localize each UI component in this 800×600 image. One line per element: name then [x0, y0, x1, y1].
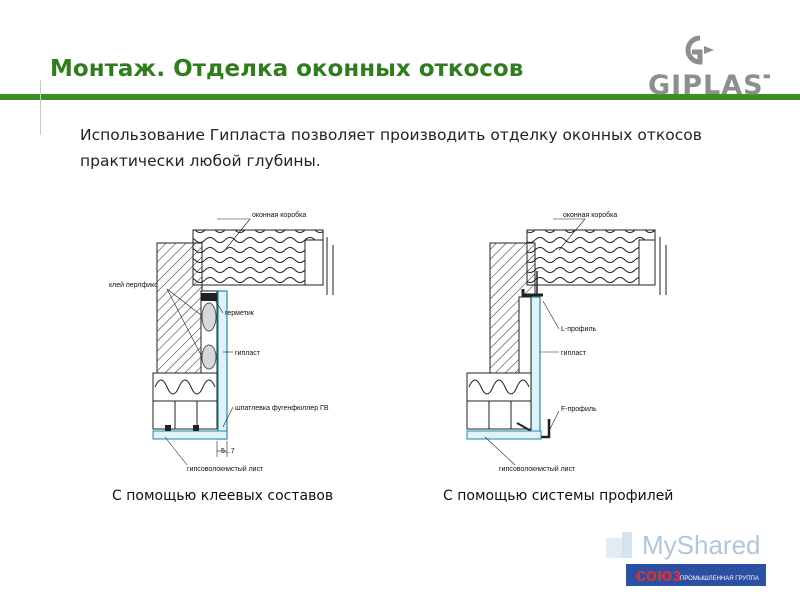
label-frame: оконная коробка — [563, 211, 617, 219]
label-glue: клей перлфикс — [109, 281, 158, 289]
f-profile — [541, 419, 551, 439]
window-frame — [526, 229, 656, 286]
glue-blob — [201, 344, 217, 370]
watermark: MyShared союз ПРОМЫШЛЕННАЯ ГРУППА — [606, 530, 766, 586]
label-frame: оконная коробка — [252, 211, 306, 219]
giplast-logo-text: GIPLAST — [648, 70, 770, 100]
caption-profiles: С помощью системы профилей — [443, 488, 674, 504]
watermark-company-banner — [626, 564, 766, 586]
label-gypsum: гипсоволокнистый лист — [187, 465, 264, 473]
label-putty: шпатлевка фугенфюллер ГВ — [235, 405, 329, 412]
gypsum-sheet — [466, 430, 542, 440]
header-divider — [40, 80, 41, 135]
watermark-company: союз — [636, 565, 681, 585]
label-giplast: гипласт — [561, 350, 587, 357]
page-title: Монтаж. Отделка оконных откосов — [50, 56, 524, 82]
insulation — [466, 372, 532, 402]
gypsum-sheet — [152, 430, 228, 440]
label-f-profile: F-профиль — [561, 406, 597, 413]
intro-text: Использование Гипласта позволяет произво… — [80, 126, 702, 170]
insulation — [152, 372, 218, 402]
label-giplast: гипласт — [235, 350, 261, 357]
watermark-company-sub: ПРОМЫШЛЕННАЯ ГРУППА — [680, 576, 759, 582]
header-rule — [0, 94, 800, 100]
g-mark-icon — [685, 35, 714, 65]
label-sealant: герметик — [225, 310, 255, 317]
diagram-glue: оконная коробка клей перлфикс герметик г… — [109, 211, 334, 473]
sealant — [201, 293, 217, 301]
label-gypsum: гипсоволокнистый лист — [499, 465, 576, 473]
glue-blob — [201, 302, 217, 332]
giplast-board — [530, 296, 541, 438]
label-l-profile: L-профиль — [561, 326, 597, 333]
label-dimension: 5...7 — [221, 448, 235, 455]
giplast-logo: GIPLAST — [648, 35, 770, 100]
caption-glue: С помощью клеевых составов — [112, 488, 334, 504]
window-frame — [192, 229, 324, 286]
diagram-profiles: оконная коробка L-профиль гипласт F-проф… — [466, 211, 667, 473]
watermark-site: MyShared — [642, 530, 761, 560]
